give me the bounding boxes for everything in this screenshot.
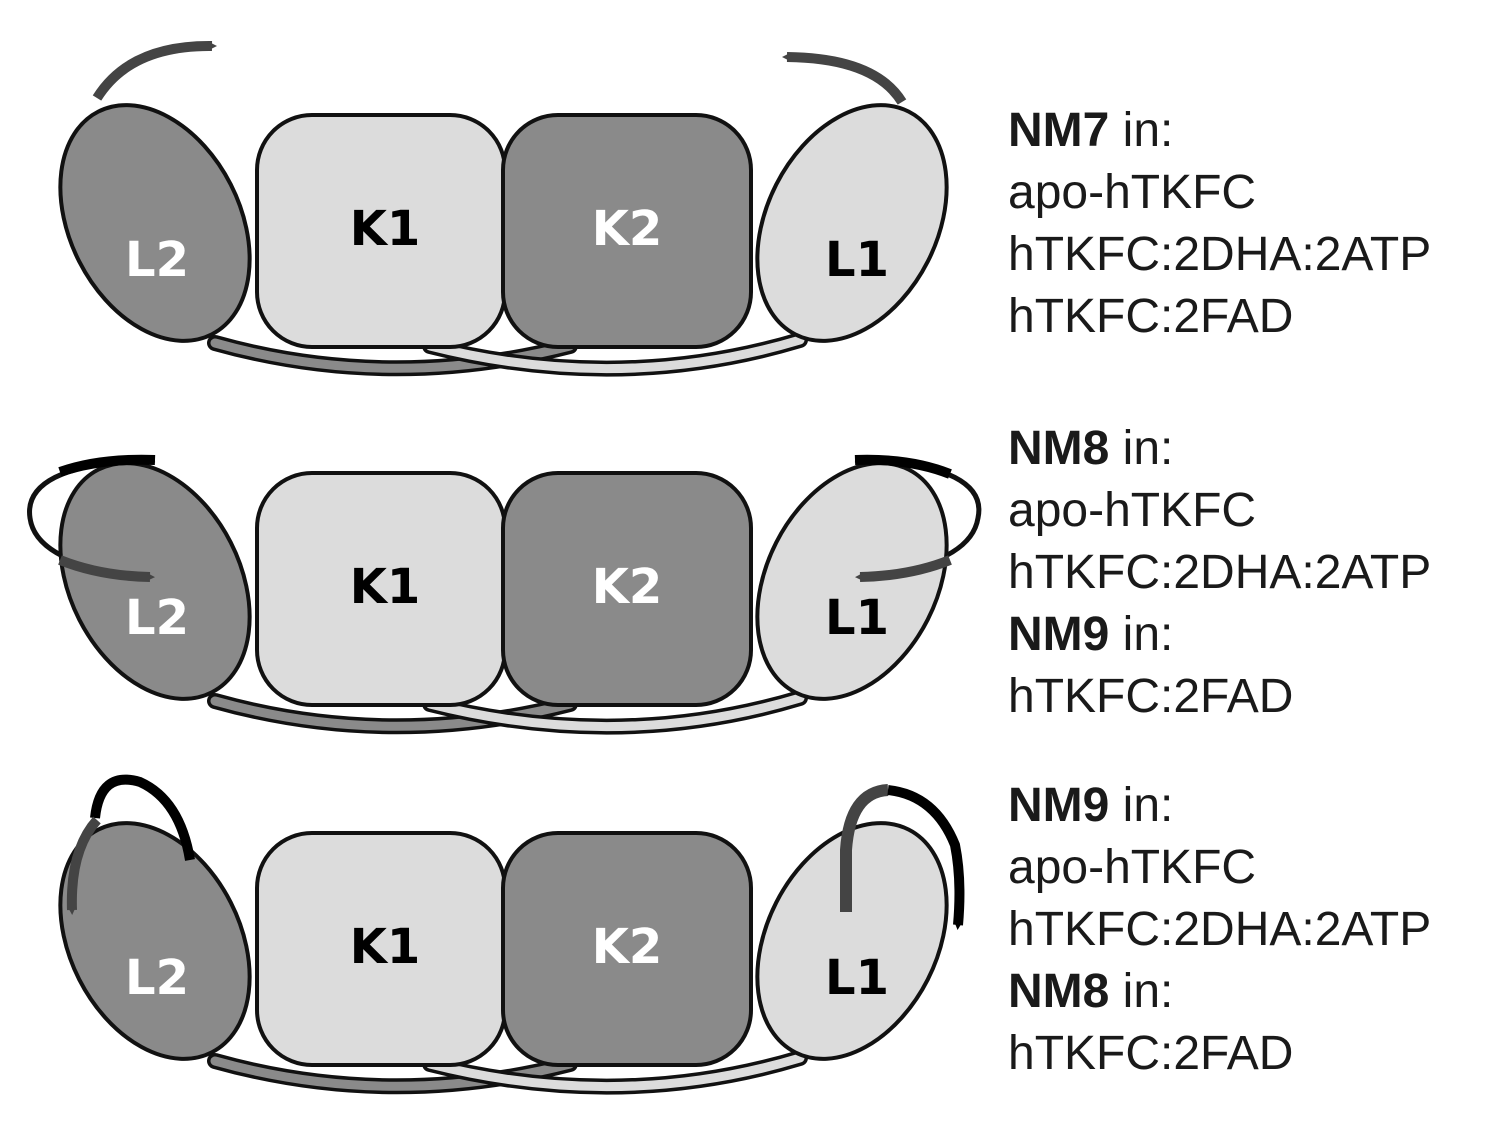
label-l1: L1 (825, 232, 889, 288)
domain-l2 (58, 821, 252, 1061)
legend-mode-line: NM7 in: (1008, 100, 1431, 162)
arrow-l1-rotation-icon (855, 555, 952, 582)
complex-name: hTKFC:2FAD (1008, 670, 1294, 723)
mode-suffix: in: (1109, 104, 1174, 157)
label-l2: L2 (125, 590, 189, 646)
legend-panel-2: NM8 in: apo-hTKFC hTKFC:2DHA:2ATP NM9 in… (1008, 418, 1431, 728)
mode-name: NM7 (1008, 104, 1110, 157)
label-l2: L2 (125, 232, 189, 288)
panel-1: L2 K1 K2 L1 (58, 40, 949, 377)
legend-panel-3: NM9 in: apo-hTKFC hTKFC:2DHA:2ATP NM8 in… (1008, 775, 1431, 1085)
label-k1: K1 (350, 201, 421, 257)
mode-suffix: in: (1109, 965, 1174, 1018)
mode-name: NM9 (1008, 608, 1110, 661)
domain-l2 (58, 103, 252, 343)
arrow-l2-flip-grey-icon (66, 816, 101, 915)
mode-suffix: in: (1109, 608, 1174, 661)
domain-k2 (501, 113, 753, 349)
complex-name: hTKFC:2FAD (1008, 290, 1294, 343)
label-l2: L2 (125, 950, 189, 1006)
legend-mode-line: NM8 in: (1008, 418, 1431, 480)
label-k1: K1 (350, 559, 421, 615)
ring-l2-top-icon (58, 454, 156, 477)
legend-mode-line: NM9 in: (1008, 604, 1431, 666)
domain-l1 (755, 103, 949, 343)
legend-panel-1: NM7 in: apo-hTKFC hTKFC:2DHA:2ATP hTKFC:… (1008, 100, 1431, 348)
complex-name: hTKFC:2DHA:2ATP (1008, 903, 1432, 956)
domain-l2 (58, 461, 252, 701)
mode-name: NM8 (1008, 422, 1110, 475)
label-k2: K2 (592, 919, 663, 975)
mode-name: NM8 (1008, 965, 1110, 1018)
mode-suffix: in: (1109, 779, 1174, 832)
arrow-l2-outward-icon (92, 40, 217, 101)
complex-name: hTKFC:2DHA:2ATP (1008, 228, 1432, 281)
domain-l1 (755, 821, 949, 1061)
panel-3: L2 K1 K2 L1 (58, 774, 965, 1095)
label-k2: K2 (592, 559, 663, 615)
domain-k2 (501, 831, 753, 1067)
legend-mode-line: NM8 in: (1008, 961, 1431, 1023)
label-k2: K2 (592, 201, 663, 257)
complex-name: apo-hTKFC (1008, 841, 1257, 894)
complex-name: hTKFC:2FAD (1008, 1027, 1294, 1080)
label-k1: K1 (350, 919, 421, 975)
complex-name: apo-hTKFC (1008, 484, 1257, 537)
complex-name: apo-hTKFC (1008, 166, 1257, 219)
arrow-l2-rotation-icon (58, 555, 155, 582)
mode-suffix: in: (1109, 422, 1174, 475)
label-l1: L1 (825, 590, 889, 646)
domain-k2 (501, 471, 753, 707)
ring-l1-top-icon (854, 454, 952, 479)
panel-2: L2 K1 K2 L1 (27, 454, 982, 735)
mode-name: NM9 (1008, 779, 1110, 832)
label-l1: L1 (825, 950, 889, 1006)
arrow-l1-outward-icon (782, 52, 907, 105)
arrow-l1-flip-black-icon (887, 785, 965, 930)
arrow-l1-flip-grey-icon (840, 784, 889, 912)
complex-name: hTKFC:2DHA:2ATP (1008, 546, 1432, 599)
arrow-l2-flip-black-icon (90, 774, 195, 861)
domain-l1 (755, 461, 949, 701)
legend-mode-line: NM9 in: (1008, 775, 1431, 837)
